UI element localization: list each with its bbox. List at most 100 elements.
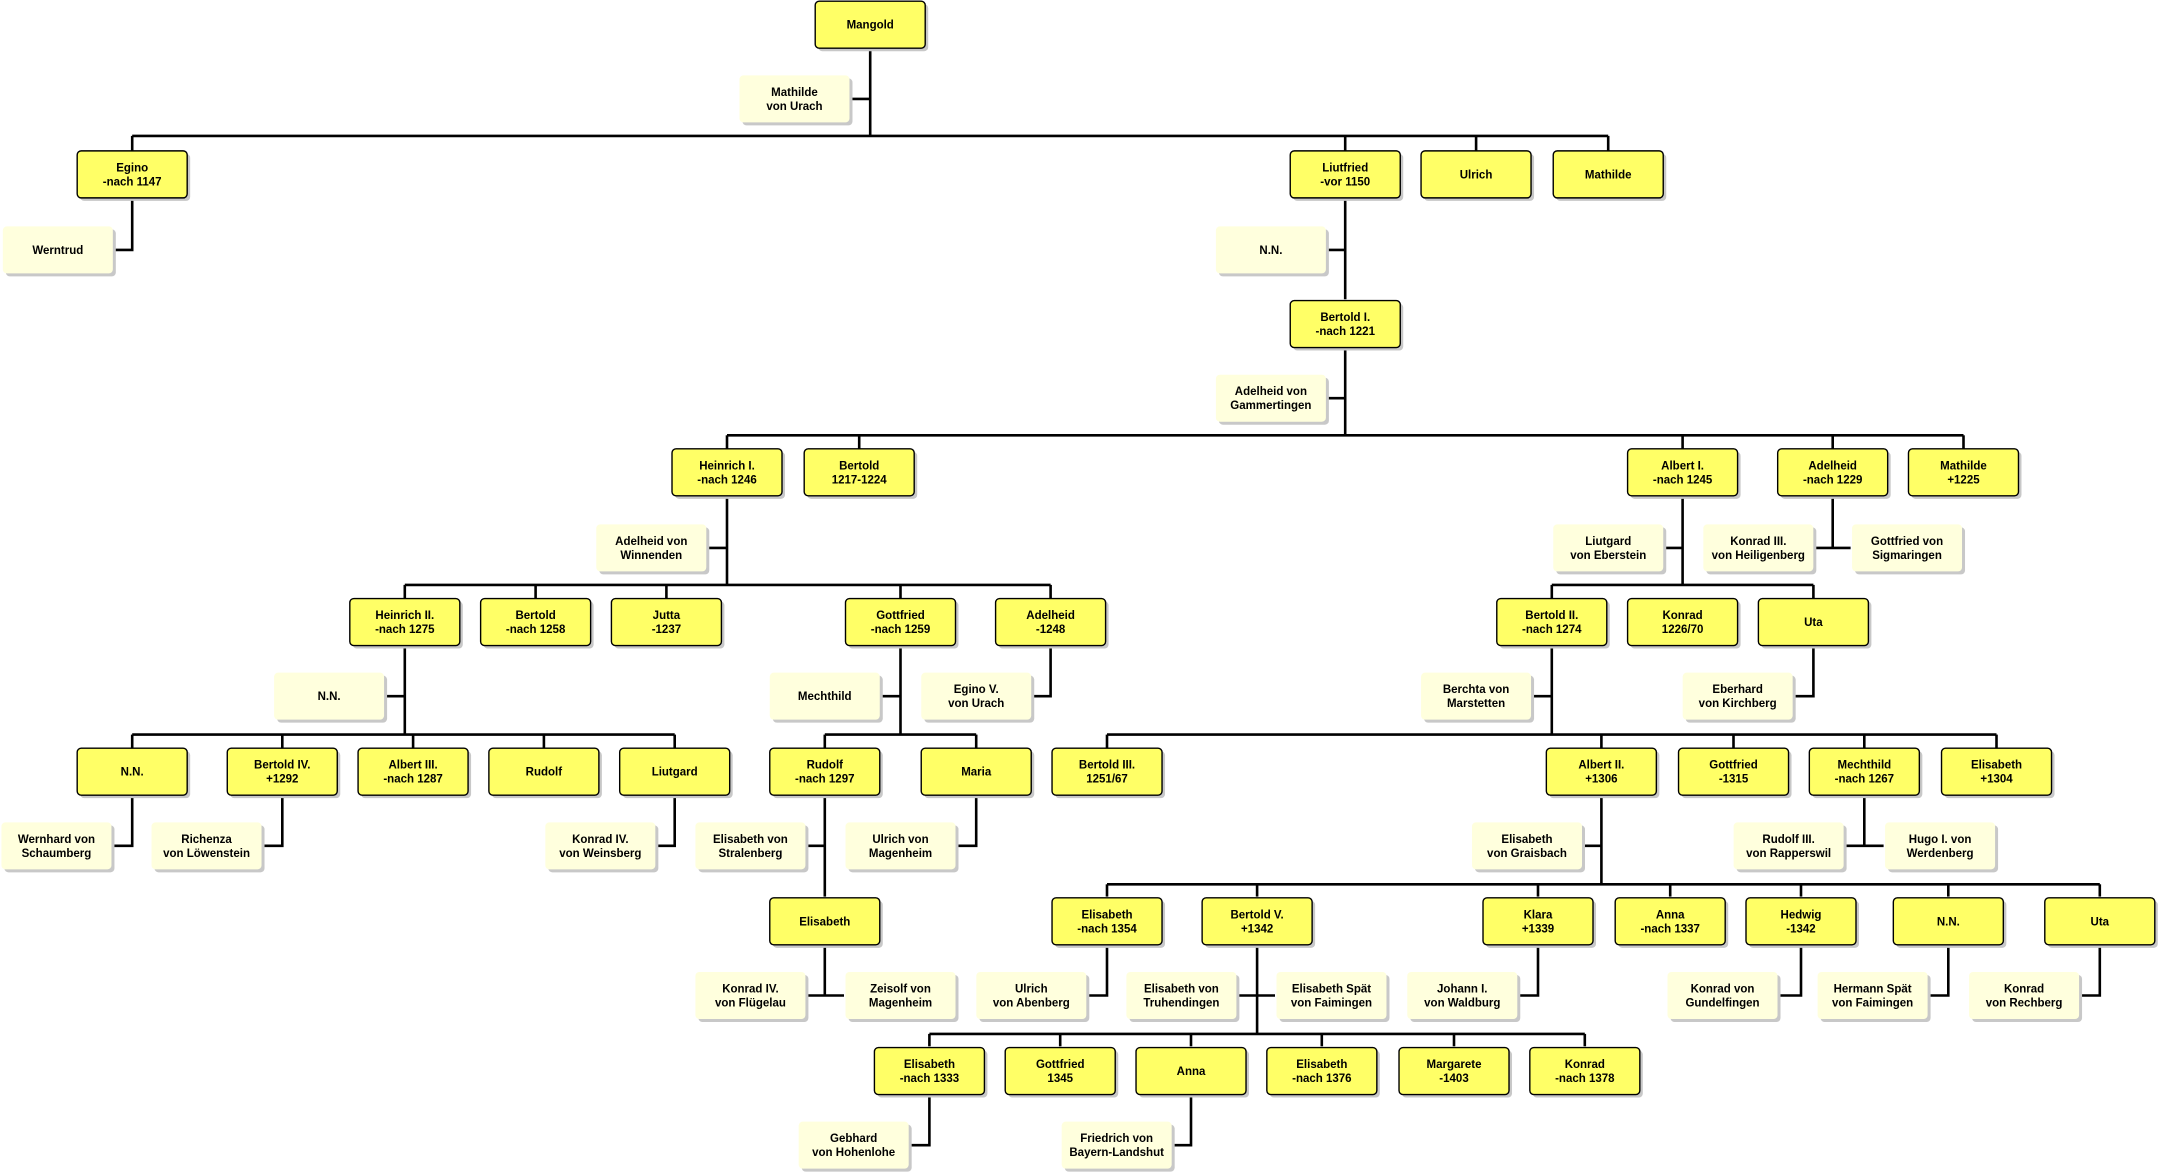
person-box-heinrich-ii[interactable]: Heinrich II.-nach 1275 — [349, 597, 463, 649]
box-frame — [1407, 971, 1518, 1019]
box-frame — [1135, 1046, 1247, 1096]
spouse-box-konrad-weinsberg[interactable]: Konrad IV.von Weinsberg — [545, 822, 659, 873]
box-frame — [479, 597, 592, 647]
person-detail: Gammertingen — [1230, 400, 1311, 412]
person-box-uta-1[interactable]: Uta — [1757, 597, 1872, 649]
person-box-liutgard-1[interactable]: Liutgard — [618, 747, 733, 799]
box-frame — [1552, 150, 1664, 199]
person-name: Maria — [961, 767, 992, 779]
person-name: Friedrich von — [1080, 1133, 1153, 1145]
person-box-albert-ii[interactable]: Albert II.+1306 — [1545, 747, 1660, 799]
person-detail: -1315 — [1719, 774, 1749, 786]
person-box-elisabeth-3[interactable]: Elisabeth — [769, 897, 883, 948]
person-box-maria[interactable]: Maria — [920, 747, 1035, 799]
spouse-box-rudolf-rapperswil[interactable]: Rudolf III.von Rapperswil — [1733, 822, 1847, 873]
person-box-margarete[interactable]: Margarete-1403 — [1398, 1046, 1513, 1098]
person-box-elisabeth-1304[interactable]: Elisabeth+1304 — [1940, 747, 2055, 799]
person-box-anna-1337[interactable]: Anna-nach 1337 — [1614, 897, 1729, 948]
box-frame — [1276, 971, 1387, 1019]
box-frame — [1126, 971, 1237, 1019]
person-box-elisabeth-1333[interactable]: Elisabeth-nach 1333 — [873, 1046, 988, 1098]
person-box-gottfried-1315[interactable]: Gottfried-1315 — [1677, 747, 1792, 799]
person-box-mathilde-1225[interactable]: Mathilde+1225 — [1907, 448, 2022, 499]
box-frame — [1266, 1046, 1378, 1096]
person-box-albert-i[interactable]: Albert I.-nach 1245 — [1626, 448, 1741, 499]
person-box-elisabeth-1376[interactable]: Elisabeth-nach 1376 — [1266, 1046, 1380, 1098]
person-box-bertold-iii[interactable]: Bertold III.1251/67 — [1051, 747, 1166, 799]
person-name: Elisabeth von — [713, 834, 788, 846]
spouse-box-konrad-fluegelau[interactable]: Konrad IV.von Flügelau — [695, 971, 809, 1022]
person-box-elisabeth-1354[interactable]: Elisabeth-nach 1354 — [1051, 897, 1166, 948]
person-box-rudolf-1297[interactable]: Rudolf-nach 1297 — [769, 747, 883, 799]
person-box-jutta[interactable]: Jutta-1237 — [610, 597, 725, 649]
person-box-nn-3[interactable]: N.N. — [76, 747, 191, 799]
person-box-albert-iii[interactable]: Albert III.-nach 1287 — [357, 747, 472, 799]
person-box-bertold-v[interactable]: Bertold V.+1342 — [1201, 897, 1316, 948]
spouse-box-werntrud[interactable]: Werntrud — [2, 226, 116, 277]
person-box-liutfried[interactable]: Liutfried-vor 1150 — [1289, 150, 1404, 201]
box-frame — [769, 747, 881, 796]
spouse-box-konrad-heiligenberg[interactable]: Konrad III.von Heiligenberg — [1703, 524, 1817, 575]
person-box-nn-4[interactable]: N.N. — [1892, 897, 2007, 948]
person-box-bertold-i[interactable]: Bertold I.-nach 1221 — [1289, 299, 1404, 351]
person-box-adelheid-1248[interactable]: Adelheid-1248 — [994, 597, 1109, 649]
person-box-rudolf-1[interactable]: Rudolf — [488, 747, 602, 799]
person-name: Bertold III. — [1079, 760, 1135, 772]
spouse-box-johann-waldburg[interactable]: Johann I.von Waldburg — [1407, 971, 1521, 1022]
person-box-gottfried-1259[interactable]: Gottfried-nach 1259 — [844, 597, 959, 649]
person-detail: von Löwenstein — [163, 848, 250, 860]
person-box-anna-2[interactable]: Anna — [1135, 1046, 1250, 1098]
person-box-mangold[interactable]: Mangold — [814, 0, 929, 52]
box-frame — [1667, 971, 1778, 1019]
person-box-bertold-iv[interactable]: Bertold IV.+1292 — [226, 747, 341, 799]
person-box-egino[interactable]: Egino-nach 1147 — [76, 150, 191, 201]
person-box-hedwig[interactable]: Hedwig-1342 — [1745, 897, 1860, 948]
spouse-box-mechthild-1[interactable]: Mechthild — [769, 672, 883, 723]
person-box-mathilde-1[interactable]: Mathilde — [1552, 150, 1667, 201]
person-name: Konrad von — [1691, 983, 1755, 995]
person-box-uta-2[interactable]: Uta — [2044, 897, 2158, 948]
person-detail: Sigmaringen — [1872, 550, 1942, 562]
box-frame — [1682, 672, 1793, 720]
person-name: Albert II. — [1578, 760, 1624, 772]
person-box-bertold-1258[interactable]: Bertold-nach 1258 — [479, 597, 594, 649]
spouse-box-nn-1[interactable]: N.N. — [1215, 226, 1329, 277]
person-box-mechthild-1267[interactable]: Mechthild-nach 1267 — [1808, 747, 1923, 799]
person-box-bertold-ii[interactable]: Bertold II.-nach 1274 — [1496, 597, 1610, 649]
spouse-box-nn-2[interactable]: N.N. — [274, 672, 388, 723]
person-box-ulrich-1[interactable]: Ulrich — [1420, 150, 1535, 201]
person-box-adelheid-1229[interactable]: Adelheid-nach 1229 — [1776, 448, 1891, 499]
person-box-heinrich-i[interactable]: Heinrich I.-nach 1246 — [671, 448, 786, 499]
person-box-klara[interactable]: Klara+1339 — [1482, 897, 1597, 948]
connector-line — [957, 796, 978, 848]
person-box-konrad-1378[interactable]: Konrad-nach 1378 — [1529, 1046, 1643, 1098]
spouse-box-egino-v[interactable]: Egino V.von Urach — [921, 672, 1035, 723]
person-name: Uta — [2091, 916, 2110, 928]
